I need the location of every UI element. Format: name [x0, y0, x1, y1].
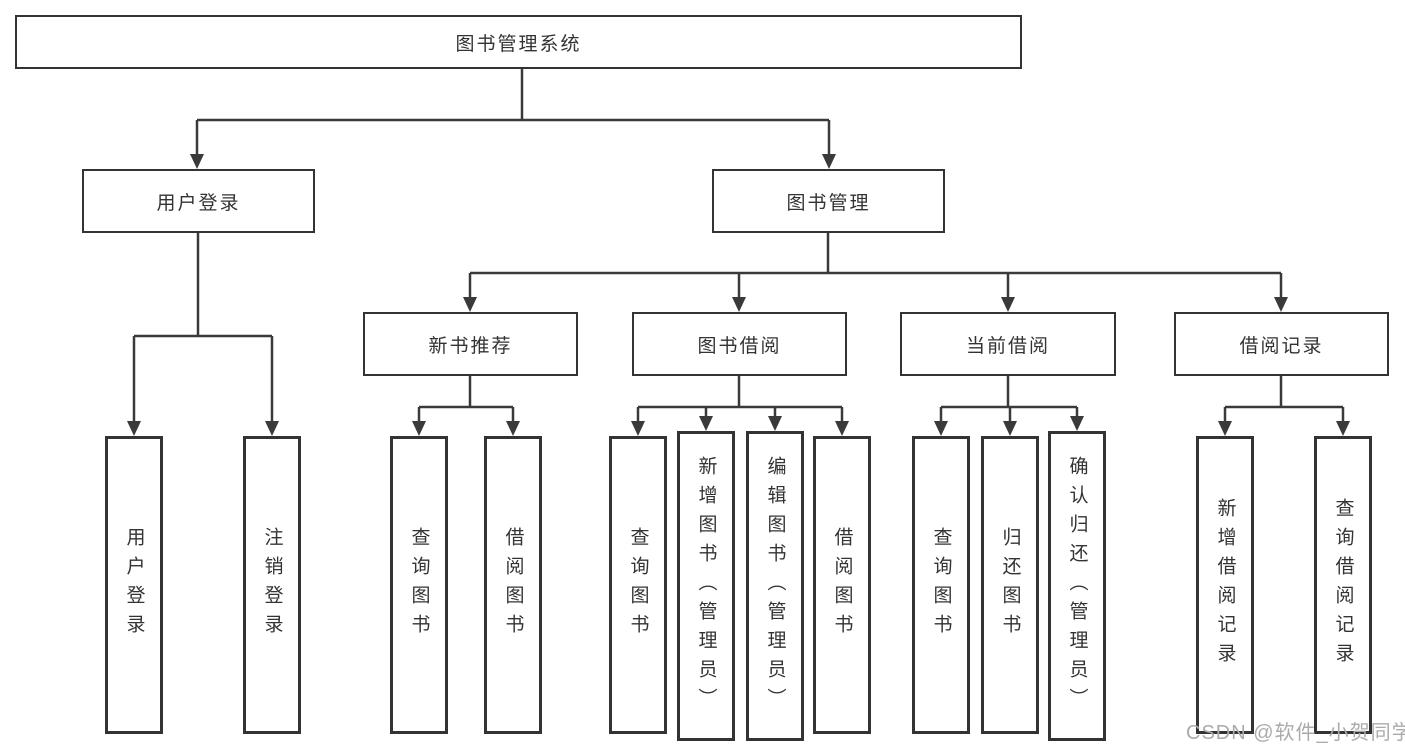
leaf-confirm-return-admin: 确认归还（管理员）: [1048, 431, 1106, 741]
arrowhead: [506, 421, 520, 436]
node-borrow-records: 借阅记录: [1174, 312, 1389, 376]
node-book-borrow: 图书借阅: [632, 312, 847, 376]
arrowhead: [1070, 416, 1084, 431]
arrowhead: [835, 421, 849, 436]
connector-root-to-level1: [190, 69, 836, 169]
connector-user-login-children: [127, 233, 279, 436]
leaf-edit-books-admin: 编辑图书（管理员）: [746, 431, 804, 741]
arrowhead: [631, 421, 645, 436]
connector-current-borrow-children: [934, 376, 1084, 436]
node-current-borrow: 当前借阅: [900, 312, 1116, 376]
arrowhead: [1218, 421, 1232, 436]
arrowhead: [768, 416, 782, 431]
leaf-query-books-current: 查询图书: [912, 436, 970, 734]
arrowhead: [1274, 297, 1288, 312]
arrowhead: [822, 154, 836, 169]
connector-borrow-log-children: [1218, 376, 1350, 436]
arrowhead: [1001, 297, 1015, 312]
arrowhead: [1003, 421, 1017, 436]
node-root-system: 图书管理系统: [15, 15, 1022, 69]
arrowhead: [934, 421, 948, 436]
arrowhead: [412, 421, 426, 436]
leaf-query-books-recommend: 查询图书: [390, 436, 448, 734]
connector-new-book-children: [412, 376, 520, 436]
csdn-watermark: CSDN @软件_小贺同学: [1186, 722, 1405, 744]
node-new-book-recommend: 新书推荐: [363, 312, 578, 376]
arrowhead: [699, 416, 713, 431]
arrowhead: [190, 154, 204, 169]
connector-book-borrow-children: [631, 376, 849, 436]
leaf-borrow-books: 借阅图书: [813, 436, 871, 734]
leaf-borrow-books-recommend: 借阅图书: [484, 436, 542, 734]
leaf-user-login: 用户登录: [105, 436, 163, 734]
leaf-logout: 注销登录: [243, 436, 301, 734]
arrowhead: [463, 297, 477, 312]
node-user-login: 用户登录: [82, 169, 315, 233]
leaf-add-borrow-record: 新增借阅记录: [1196, 436, 1254, 734]
leaf-query-borrow-record: 查询借阅记录: [1314, 436, 1372, 734]
leaf-return-books: 归还图书: [981, 436, 1039, 734]
arrowhead: [265, 421, 279, 436]
node-book-management: 图书管理: [712, 169, 945, 233]
leaf-add-books-admin: 新增图书（管理员）: [677, 431, 735, 741]
arrowhead: [732, 297, 746, 312]
arrowhead: [1336, 421, 1350, 436]
leaf-query-books-borrow: 查询图书: [609, 436, 667, 734]
connector-book-mgmt-children: [463, 233, 1288, 312]
arrowhead: [127, 421, 141, 436]
